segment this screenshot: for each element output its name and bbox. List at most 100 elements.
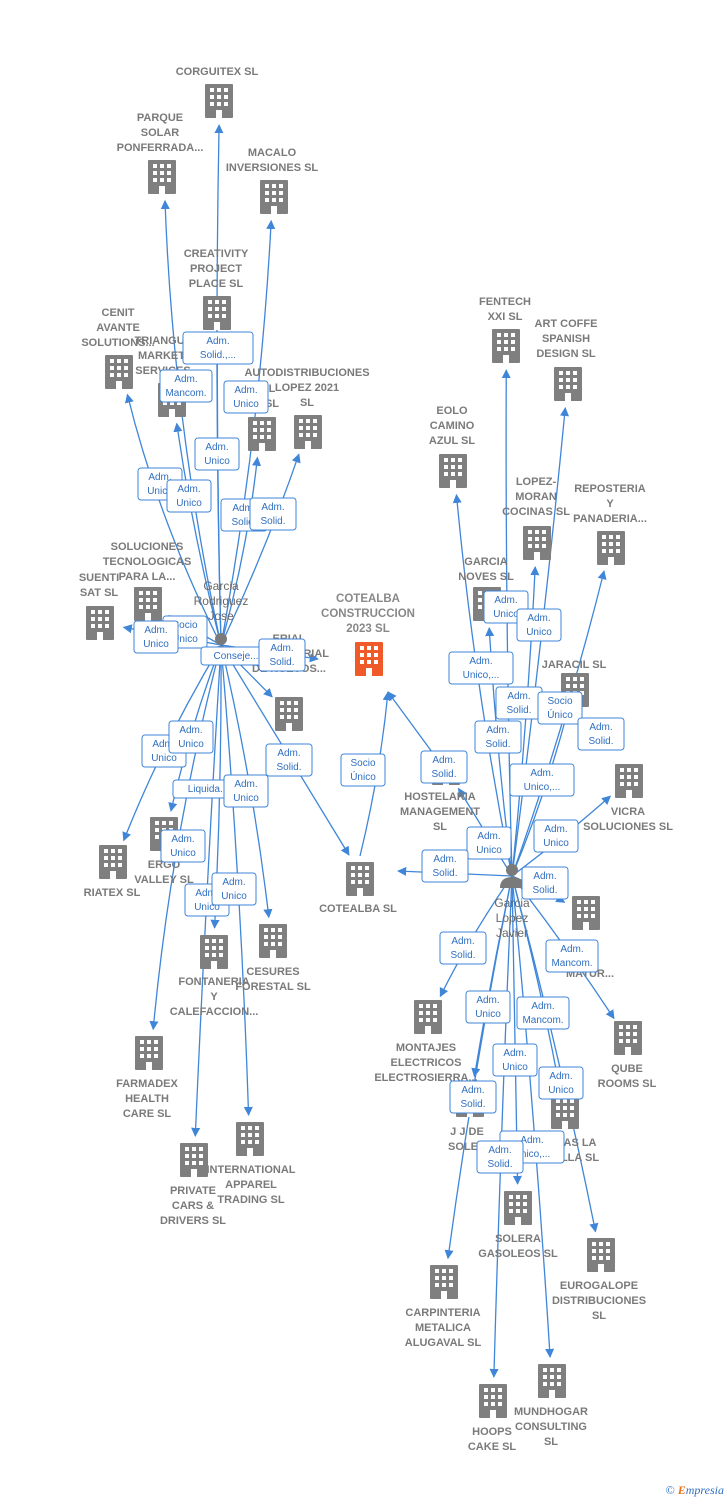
edge-role-text: Unico,... [524, 782, 561, 793]
edge-role-text: Mancom. [165, 388, 206, 399]
company-name-label: SPANISH [542, 333, 590, 345]
building-icon [355, 642, 383, 676]
person-name-label: Garcia [203, 579, 239, 593]
edge-role-text: Unico [526, 627, 552, 638]
edge-role-text: Adm. [148, 472, 171, 483]
edge-role-badge[interactable]: Adm.Unico [211, 872, 257, 906]
edge-role-badge[interactable]: Adm.Unico [465, 990, 511, 1024]
edge-role-badge[interactable]: Adm.Unico [492, 1043, 538, 1077]
company-node-riatex[interactable]: RIATEX SL [84, 845, 141, 899]
edge-role-badge[interactable]: Adm.Solid. [476, 1140, 524, 1174]
company-node-cenit[interactable]: CENITAVANTESOLUTIONS... [81, 307, 155, 389]
edge-role-badge[interactable]: Adm.Unico [538, 1066, 584, 1100]
company-name-label: ROOMS SL [598, 1078, 657, 1090]
edge-role-badge[interactable]: Adm.Solid. [449, 1080, 497, 1114]
company-node-corguitex[interactable]: CORGUITEX SL [176, 66, 259, 118]
edge-role-badge[interactable]: Adm.Solid. [439, 931, 487, 965]
edge-role-text: Adm. [177, 484, 200, 495]
edge-role-badge[interactable]: Adm.Solid. [577, 717, 625, 751]
edge-role-text: Solid. [532, 885, 557, 896]
edge-role-badge[interactable]: Adm.Unico [466, 826, 512, 860]
edge-role-badge[interactable]: Adm.Solid. [495, 686, 543, 720]
edge-role-badge[interactable]: Adm.Solid. [474, 720, 522, 754]
company-name-label: JARACIL SL [542, 659, 607, 671]
relationship-edge [511, 566, 540, 877]
edge-role-badge[interactable]: Adm.Unico [533, 819, 579, 853]
edge-role-badge[interactable]: Adm.Solid. [421, 849, 469, 883]
edge-role-badge[interactable]: Adm. Unico,... [509, 763, 575, 797]
company-name-label: PARA LA... [119, 571, 176, 583]
building-icon [236, 1122, 264, 1156]
edge-role-badge[interactable]: Adm.Solid. [249, 497, 297, 531]
company-node-l_sl[interactable]: LSL [265, 383, 322, 449]
company-name-label: CESURES [246, 966, 299, 978]
building-icon [615, 764, 643, 798]
company-node-parque[interactable]: PARQUESOLARPONFERRADA... [117, 112, 204, 194]
edge-role-badge[interactable]: Adm.Unico [194, 437, 240, 471]
edge-role-badge[interactable]: Adm.Solid. [420, 750, 468, 784]
company-name-label: METALICA [415, 1322, 471, 1334]
edge-role-text: Adm. [195, 888, 218, 899]
edge-role-badge[interactable]: Adm.Solid. [521, 866, 569, 900]
edge-role-badge[interactable]: Adm.Mancom. [159, 369, 213, 403]
footer-brand[interactable]: © Empresia [666, 1483, 724, 1498]
company-name-label: L [269, 383, 276, 395]
edge-role-badge[interactable]: Adm.Mancom. [516, 996, 570, 1030]
company-name-label: SL [592, 1310, 606, 1322]
edge-role-text: Adm. [530, 768, 553, 779]
edge-role-badge[interactable]: Adm.Unico [133, 620, 179, 654]
edge-role-badge[interactable]: Adm.Solid.,... [182, 331, 254, 365]
company-node-fontaneria[interactable]: FONTANERIAYCALEFACCION... [170, 935, 259, 1018]
company-node-cotealba[interactable]: COTEALBA SL [319, 862, 397, 915]
edge-role-text: Adm. [507, 691, 530, 702]
company-node-montajes[interactable]: MONTAJESELECTRICOSELECTROSIERRA... [374, 1000, 478, 1084]
edge-role-text: Adm. [488, 1145, 511, 1156]
company-name-label: CORGUITEX SL [176, 66, 259, 78]
edge-role-badge[interactable]: Adm.Unico [223, 380, 269, 414]
person-name-label: Garcia [494, 896, 530, 910]
edge-role-badge[interactable]: Adm.Unico [160, 829, 206, 863]
company-node-jaracil[interactable]: JARACIL SL [542, 659, 607, 707]
edge-role-badge[interactable]: Adm.Unico [516, 608, 562, 642]
edge-role-badge[interactable]: Adm.Solid. [265, 743, 313, 777]
company-name-label: DISTRIBUCIONES [552, 1295, 646, 1307]
edge-role-badge[interactable]: Adm.Unico [223, 774, 269, 808]
company-name-label: FONTANERIA [178, 976, 249, 988]
building-icon [538, 1364, 566, 1398]
edge-role-badge[interactable]: Adm.Unico [166, 479, 212, 513]
edge-role-badge[interactable]: Adm.Mancom. [545, 939, 599, 973]
edge-role-badge[interactable]: Adm.Solid. [258, 638, 306, 672]
company-name-label: HOSTELARIA [404, 791, 476, 803]
company-name-label: PRIVATE [170, 1185, 216, 1197]
edge-role-badge[interactable]: Adm.Unico,... [448, 651, 514, 685]
company-node-reposteria[interactable]: REPOSTERIAYPANADERIA... [573, 483, 647, 565]
edge-role-badge[interactable]: Adm.Unico [168, 720, 214, 754]
